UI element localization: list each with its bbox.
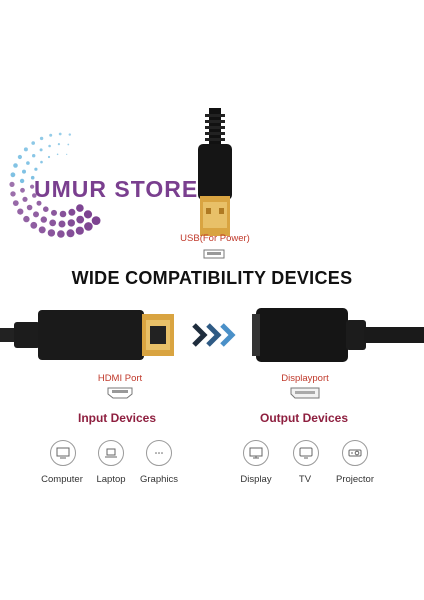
projector-device — [342, 440, 368, 466]
display-device — [243, 440, 269, 466]
hdmi-port-label: HDMI Port — [97, 373, 143, 384]
logo-dot — [58, 132, 62, 136]
logo-dot — [10, 172, 16, 178]
logo-dot — [47, 155, 51, 159]
logo-dot — [23, 215, 30, 223]
logo-dot — [26, 204, 33, 211]
logo-dot — [22, 169, 26, 174]
logo-dot — [56, 153, 59, 156]
logo-dot — [17, 208, 24, 215]
logo-dot — [29, 184, 35, 189]
logo-dot — [67, 143, 70, 146]
logo-dot — [68, 133, 72, 136]
usb-cable-image — [198, 108, 232, 236]
logo-dot — [43, 206, 49, 212]
graphics-label: Graphics — [139, 474, 178, 485]
umur-store-logo — [9, 132, 101, 238]
logo-dot — [32, 193, 37, 198]
page-heading: WIDE COMPATIBILITY DEVICES — [71, 268, 353, 288]
logo-dot — [83, 210, 93, 219]
logo-dot — [76, 204, 84, 212]
logo-dot — [67, 219, 76, 227]
graphics-device — [146, 440, 172, 466]
logo-dot — [40, 160, 43, 164]
logo-dot — [47, 229, 56, 237]
logo-dot — [84, 222, 93, 231]
logo-dot — [57, 230, 65, 238]
logo-dot — [17, 154, 22, 160]
hdmi-port-icon — [107, 387, 133, 399]
logo-dot — [49, 133, 53, 137]
computer-label: Computer — [41, 474, 83, 485]
logo-dot — [33, 211, 39, 218]
laptop-label: Laptop — [96, 474, 126, 485]
logo-dot — [75, 226, 84, 235]
hdmi-cable-image — [0, 310, 174, 360]
logo-dot — [40, 216, 47, 223]
logo-dot — [9, 181, 15, 187]
logo-dot — [13, 163, 18, 168]
logo-dot — [12, 200, 19, 206]
logo-dot — [91, 216, 101, 225]
display-icon — [249, 447, 263, 459]
logo-dot — [30, 221, 38, 229]
logo-dot — [58, 220, 66, 228]
laptop-icon — [105, 448, 117, 458]
laptop-device — [98, 440, 124, 466]
output-devices-title: Output Devices — [259, 411, 349, 425]
logo-dot — [34, 167, 38, 171]
logo-dot — [10, 191, 16, 197]
logo-dot — [36, 200, 42, 206]
logo-dot — [22, 196, 28, 202]
logo-text: UMUR STORE — [34, 176, 199, 202]
logo-dot — [66, 229, 75, 238]
logo-dot — [57, 143, 61, 146]
projector-icon — [348, 449, 362, 457]
display-label: Display — [240, 474, 272, 485]
logo-dot — [49, 219, 57, 227]
displayport-port-icon — [290, 387, 320, 399]
logo-dot — [26, 161, 30, 165]
usb-port-icon — [203, 249, 225, 259]
logo-dot — [23, 147, 28, 152]
computer-device — [50, 440, 76, 466]
graphics-card-icon — [155, 452, 163, 454]
logo-dot — [38, 226, 46, 234]
displayport-cable-image — [252, 308, 424, 362]
logo-dot — [76, 215, 85, 224]
monitor-icon — [56, 447, 70, 459]
tv-device — [293, 440, 319, 466]
logo-dot — [51, 209, 57, 216]
logo-dot — [31, 141, 35, 145]
tv-label: TV — [298, 474, 312, 485]
logo-dot — [66, 153, 68, 155]
logo-dot — [68, 208, 76, 216]
displayport-label: Displayport — [281, 373, 329, 384]
direction-arrows-icon — [192, 323, 236, 347]
tv-icon — [299, 447, 313, 459]
usb-power-label: USB(For Power) — [180, 233, 250, 244]
logo-dot — [30, 175, 35, 180]
logo-dot — [19, 178, 25, 184]
projector-label: Projector — [335, 474, 374, 485]
logo-dot — [48, 144, 51, 148]
logo-dot — [20, 187, 25, 193]
logo-dot — [32, 154, 36, 158]
input-devices-title: Input Devices — [77, 411, 157, 425]
logo-dot — [39, 148, 43, 152]
logo-dot — [59, 210, 67, 218]
logo-dot — [39, 136, 44, 141]
